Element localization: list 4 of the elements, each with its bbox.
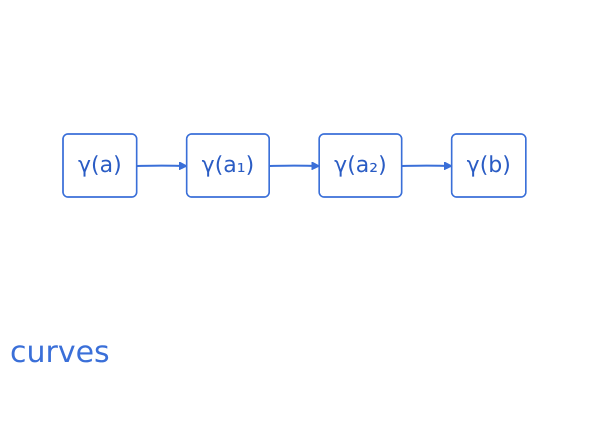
note-text: curves [10,335,110,370]
arrow [402,160,453,170]
arrow [270,160,320,170]
arrow [137,160,188,170]
